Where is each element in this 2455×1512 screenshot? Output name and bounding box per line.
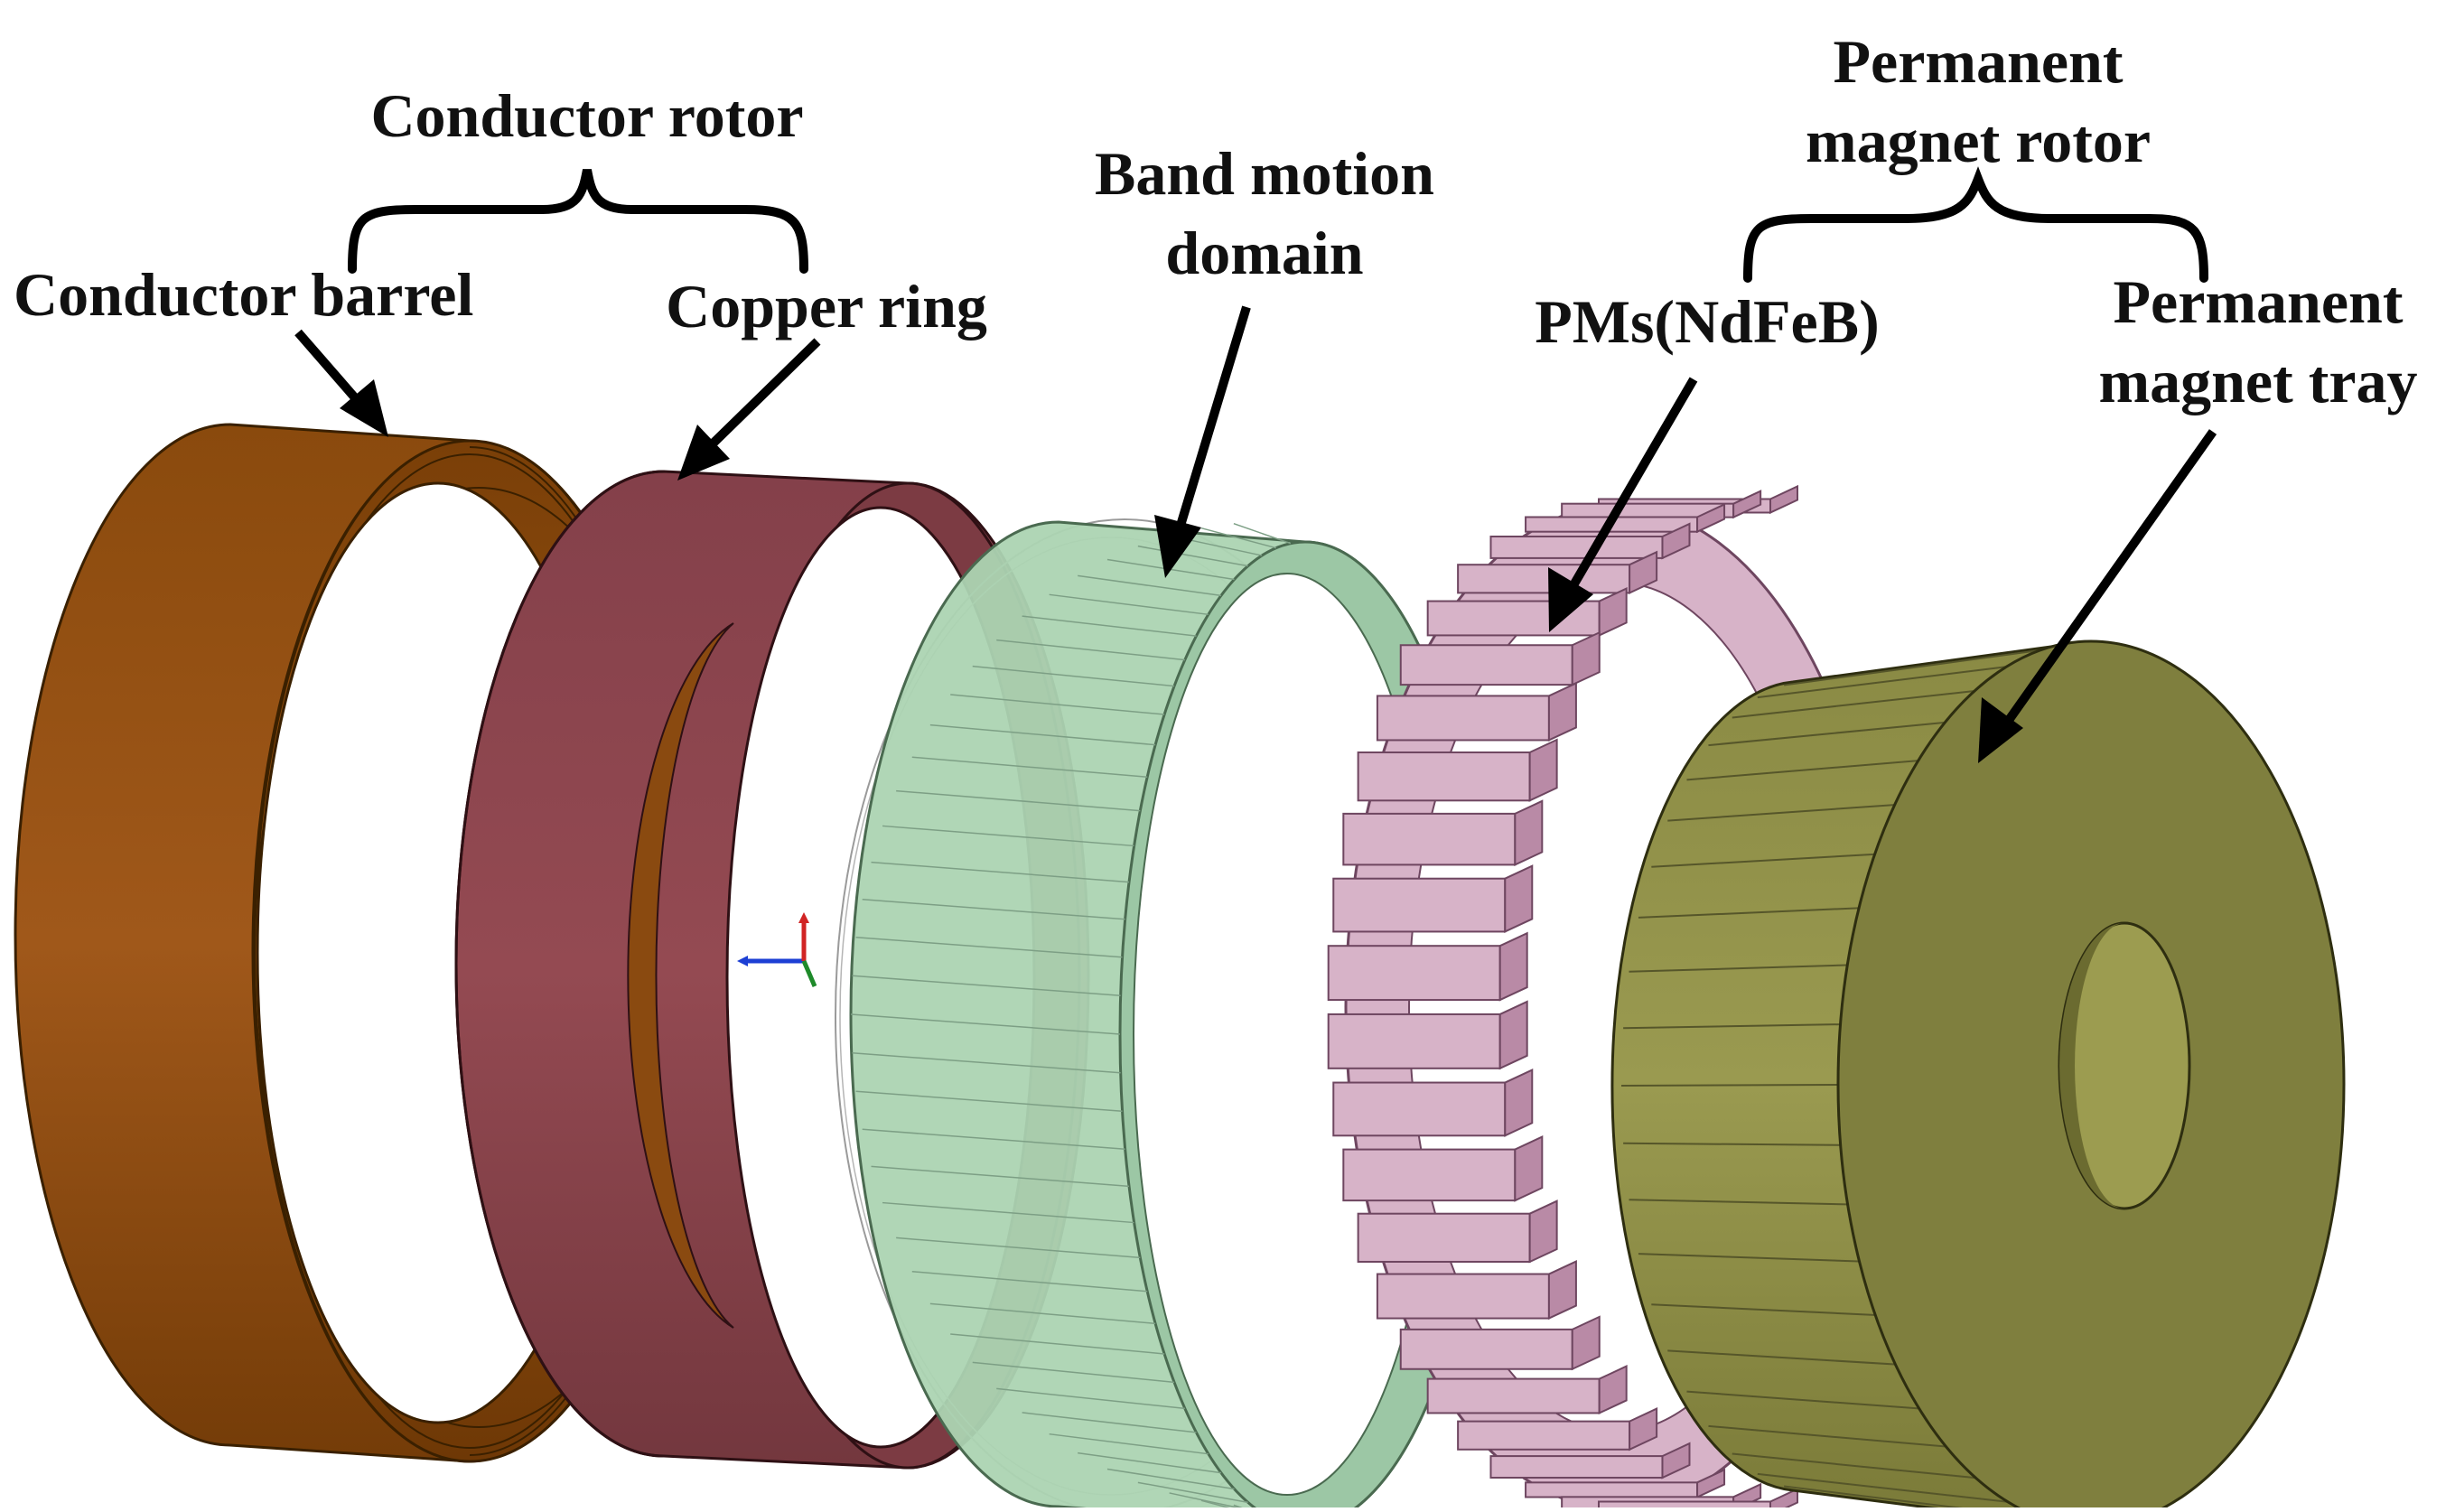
- axis-triad: [737, 912, 817, 987]
- band-facet-line: [972, 665, 1175, 687]
- band-facet-line: [852, 975, 1121, 996]
- band-facet-line: [862, 899, 1125, 920]
- band-facet-line: [911, 756, 1148, 778]
- conductor-rotor-brace: [348, 169, 808, 274]
- pm-block: [1332, 864, 1534, 934]
- label-band-motion-domain: Band motion domain: [1095, 139, 1434, 287]
- band-facet-line: [972, 1361, 1175, 1384]
- arrow-copper-ring: [701, 338, 821, 455]
- band-facet-line: [950, 694, 1165, 715]
- pm-block: [1426, 1365, 1628, 1415]
- label-copper-ring: Copper ring: [666, 272, 987, 341]
- tray-groove-line: [1783, 1485, 2000, 1512]
- band-facet-line: [996, 1387, 1185, 1410]
- band-facet-line: [855, 936, 1123, 958]
- arrow-pms: [1563, 377, 1698, 599]
- band-facet-line: [855, 1090, 1123, 1113]
- pm-block: [1342, 1135, 1544, 1202]
- band-facet-line: [896, 1237, 1141, 1259]
- pm-block: [1357, 738, 1558, 802]
- permanent-magnet-rotor-brace: [1743, 166, 2208, 283]
- label-permanent-magnet-tray: Permanent magnet tray: [2098, 267, 2418, 415]
- band-facet-line: [852, 1052, 1121, 1074]
- band-facet-line: [929, 1302, 1156, 1325]
- band-facet-line: [896, 789, 1141, 812]
- pm-block: [1525, 1468, 1726, 1499]
- pm-block: [1489, 522, 1691, 560]
- label-pms-ndfeb: PMs(NdFeB): [1535, 287, 1880, 356]
- band-facet-line: [871, 1165, 1130, 1188]
- band-facet-line: [882, 1201, 1134, 1224]
- band-facet-line: [1137, 545, 1248, 567]
- tray-groove-line: [1783, 644, 2073, 686]
- pm-block: [1327, 931, 1528, 1002]
- permanent-magnet-tray: [1610, 639, 2346, 1512]
- band-facet-line: [996, 639, 1185, 661]
- pm-block: [1561, 490, 1762, 519]
- band-facet-line: [1022, 1412, 1197, 1433]
- band-facet-line: [929, 723, 1156, 746]
- label-permanent-magnet-rotor: Permanent magnet rotor: [1805, 27, 2152, 175]
- band-facet-line: [1137, 1481, 1248, 1504]
- pm-block: [1399, 630, 1601, 686]
- band-facet-line: [1049, 1433, 1209, 1455]
- arrow-tray: [1996, 429, 2217, 734]
- pm-block: [1327, 1000, 1528, 1070]
- band-facet-line: [850, 1013, 1121, 1035]
- band-facet-line: [950, 1333, 1165, 1355]
- pm-block: [1342, 799, 1544, 866]
- pm-block: [1457, 550, 1658, 594]
- band-facet-line: [911, 1271, 1148, 1293]
- pm-block: [1357, 1199, 1558, 1264]
- band-facet-line: [1106, 1468, 1235, 1490]
- arrow-heads: [340, 379, 2023, 763]
- arrow-band-motion: [1170, 305, 1251, 548]
- pm-block: [1457, 1407, 1658, 1451]
- pm-block: [1489, 1442, 1691, 1479]
- band-facet-line: [1049, 593, 1209, 616]
- band-facet-line: [882, 825, 1134, 847]
- band-facet-line: [1078, 1451, 1222, 1474]
- band-facet-line: [1022, 615, 1197, 637]
- pm-block: [1332, 1068, 1534, 1137]
- pm-block: [1376, 681, 1577, 742]
- band-facet-line: [871, 861, 1130, 883]
- pm-block: [1376, 1259, 1577, 1321]
- band-facet-line: [1078, 574, 1222, 597]
- band-facet-line: [1200, 527, 1277, 549]
- band-facet-line: [862, 1128, 1125, 1150]
- band-facet-line: [1233, 522, 1292, 545]
- band-motion-domain: [835, 518, 1492, 1512]
- label-conductor-barrel: Conductor barrel: [14, 260, 474, 329]
- label-conductor-rotor: Conductor rotor: [370, 81, 804, 150]
- pm-block: [1399, 1315, 1601, 1371]
